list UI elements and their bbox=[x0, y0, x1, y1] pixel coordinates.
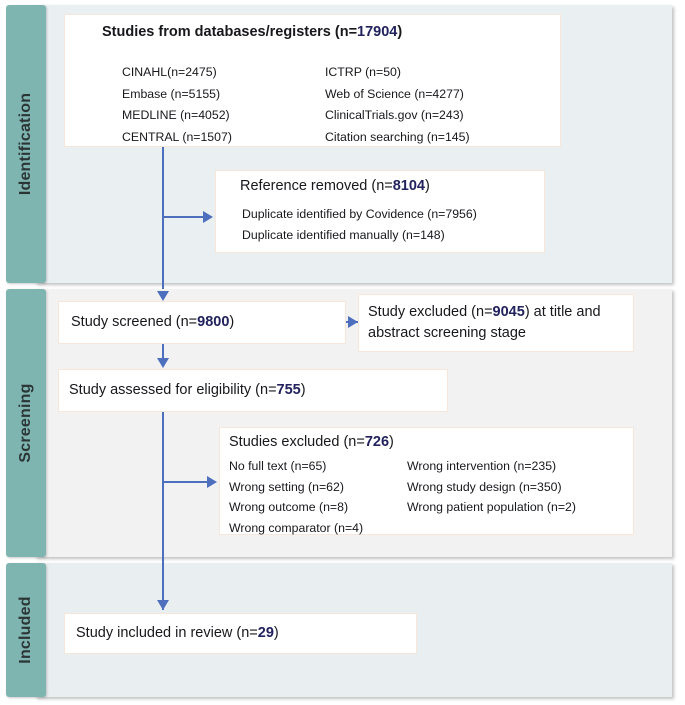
included-number: 29 bbox=[257, 625, 274, 641]
box-reference-removed-heading-close: ) bbox=[425, 178, 430, 194]
source-item: CINAHL(n=2475) bbox=[122, 65, 217, 79]
included-close: ) bbox=[273, 625, 279, 641]
connector-to-reference-removed bbox=[162, 216, 204, 218]
box-eligibility-text: Study assessed for eligibility (n=755) bbox=[69, 382, 306, 398]
excluded-number: 9045 bbox=[492, 304, 525, 320]
box-reference-removed: Reference removed (n=8104) Duplicate ide… bbox=[215, 170, 545, 253]
exclusion-reason: Wrong comparator (n=4) bbox=[229, 520, 364, 535]
source-item: MEDLINE (n=4052) bbox=[122, 108, 230, 122]
source-item: CENTRAL (n=1507) bbox=[122, 129, 232, 144]
box-studies-from-databases: Studies from databases/registers (n=1790… bbox=[64, 14, 561, 147]
box-sources-heading-text: Studies from databases/registers (n= bbox=[102, 24, 358, 40]
box-sources-left-column: CINAHL(n=2475) Embase (n=5155) MEDLINE (… bbox=[122, 62, 232, 148]
box-study-screened-close: ) bbox=[229, 314, 235, 330]
stage-tab-screening: Screening bbox=[6, 289, 46, 557]
arrowhead-included bbox=[157, 600, 169, 610]
box-study-assessed-for-eligibility: Study assessed for eligibility (n=755) bbox=[58, 369, 448, 412]
connector-sources-to-screened bbox=[162, 147, 164, 289]
eligibility-label: Study assessed for eligibility (n= bbox=[69, 382, 277, 398]
eligibility-number: 755 bbox=[276, 382, 301, 398]
arrowhead-eligibility bbox=[157, 358, 169, 368]
box-study-excluded-title-abstract-text: Study excluded (n=9045) at title and abs… bbox=[368, 302, 633, 344]
box-reference-removed-heading-text: Reference removed (n= bbox=[240, 178, 393, 194]
source-item: Citation searching (n=145) bbox=[325, 129, 470, 144]
box-reference-removed-heading: Reference removed (n=8104) bbox=[240, 178, 430, 194]
box-study-screened: Study screened (n=9800) bbox=[58, 301, 346, 344]
box-included-text: Study included in review (n=29) bbox=[76, 625, 279, 641]
exclusion-reason: Wrong intervention (n=235) bbox=[407, 459, 557, 473]
connector-to-studies-excluded bbox=[162, 481, 208, 483]
box-reference-removed-body: Duplicate identified by Covidence (n=795… bbox=[242, 204, 477, 246]
box-sources-heading-number: 17904 bbox=[357, 24, 398, 40]
source-item: Web of Science (n=4277) bbox=[325, 86, 464, 101]
stage-tab-included: Included bbox=[6, 563, 46, 697]
box-study-included-in-review: Study included in review (n=29) bbox=[64, 613, 417, 654]
source-item: Embase (n=5155) bbox=[122, 86, 221, 101]
arrowhead-excluded-title-abstract bbox=[348, 316, 358, 328]
exclusion-reason: Wrong setting (n=62) bbox=[229, 479, 344, 494]
arrowhead-studies-excluded bbox=[207, 476, 217, 488]
box-sources-heading-close: ) bbox=[397, 24, 403, 40]
exclusion-reason: No full text (n=65) bbox=[229, 459, 327, 473]
included-label: Study included in review (n= bbox=[76, 625, 258, 641]
reference-removed-item: Duplicate identified manually (n=148) bbox=[242, 228, 445, 242]
box-study-screened-text: Study screened (n=9800) bbox=[71, 314, 234, 330]
stage-tab-included-label: Included bbox=[17, 596, 34, 664]
arrowhead-reference-removed bbox=[203, 211, 213, 223]
arrowhead-screened bbox=[157, 291, 169, 301]
source-item: ICTRP (n=50) bbox=[325, 65, 401, 79]
box-study-excluded-title-abstract: Study excluded (n=9045) at title and abs… bbox=[358, 294, 634, 352]
box-studies-excluded-right-column: Wrong intervention (n=235) Wrong study d… bbox=[407, 456, 576, 518]
connector-eligibility-to-included bbox=[162, 412, 164, 610]
box-study-screened-label: Study screened (n= bbox=[71, 314, 198, 330]
connector-screened-to-eligibility bbox=[162, 344, 164, 363]
stage-tab-screening-label: Screening bbox=[17, 383, 34, 463]
exclusion-reason: Wrong outcome (n=8) bbox=[229, 500, 349, 514]
box-study-screened-number: 9800 bbox=[197, 314, 230, 330]
reference-removed-item: Duplicate identified by Covidence (n=795… bbox=[242, 207, 477, 221]
box-studies-excluded-left-column: No full text (n=65) Wrong setting (n=62)… bbox=[229, 456, 363, 538]
studies-excluded-heading-text: Studies excluded (n= bbox=[229, 434, 365, 450]
excluded-text-after: ) at title and abstract screening stage bbox=[368, 304, 601, 341]
stage-tab-identification-label: Identification bbox=[17, 92, 34, 196]
eligibility-close: ) bbox=[300, 382, 306, 398]
box-reference-removed-heading-number: 8104 bbox=[392, 178, 425, 194]
exclusion-reason: Wrong patient population (n=2) bbox=[407, 500, 576, 514]
box-sources-right-column: ICTRP (n=50) Web of Science (n=4277) Cli… bbox=[325, 62, 470, 148]
studies-excluded-heading-number: 726 bbox=[364, 434, 390, 450]
box-studies-excluded-heading: Studies excluded (n=726) bbox=[229, 434, 394, 450]
source-item: ClinicalTrials.gov (n=243) bbox=[325, 108, 464, 122]
studies-excluded-heading-close: ) bbox=[389, 434, 394, 450]
exclusion-reason: Wrong study design (n=350) bbox=[407, 479, 562, 494]
excluded-text-before: Study excluded (n= bbox=[368, 304, 493, 320]
box-sources-heading: Studies from databases/registers (n=1790… bbox=[102, 24, 402, 40]
box-studies-excluded: Studies excluded (n=726) No full text (n… bbox=[219, 427, 634, 535]
stage-tab-identification: Identification bbox=[6, 5, 46, 283]
